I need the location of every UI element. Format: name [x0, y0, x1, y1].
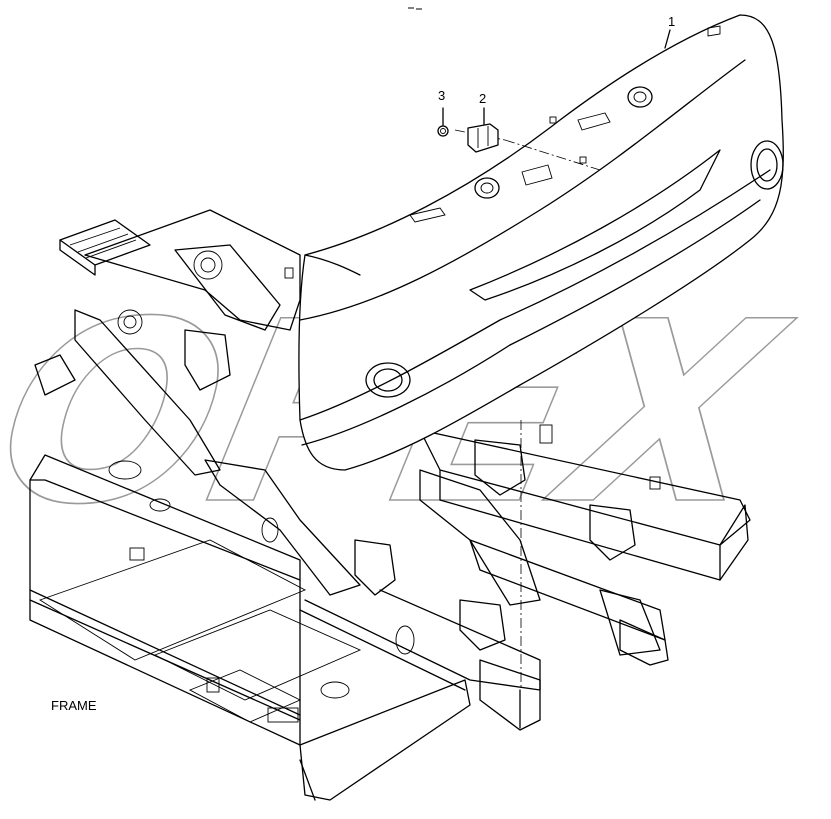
callout-1: 1: [668, 14, 676, 29]
main-frame: [29, 424, 751, 801]
top-mark: [408, 7, 422, 10]
nut-part-3: [437, 107, 449, 137]
frame-caption: FRAME: [51, 698, 97, 713]
leader-line-1: [664, 29, 671, 49]
callout-2: 2: [479, 91, 487, 106]
callout-3: 3: [438, 88, 446, 103]
swing-brackets: [34, 209, 301, 476]
counterweight: [284, 14, 784, 690]
bracket-part-2: [467, 107, 499, 153]
